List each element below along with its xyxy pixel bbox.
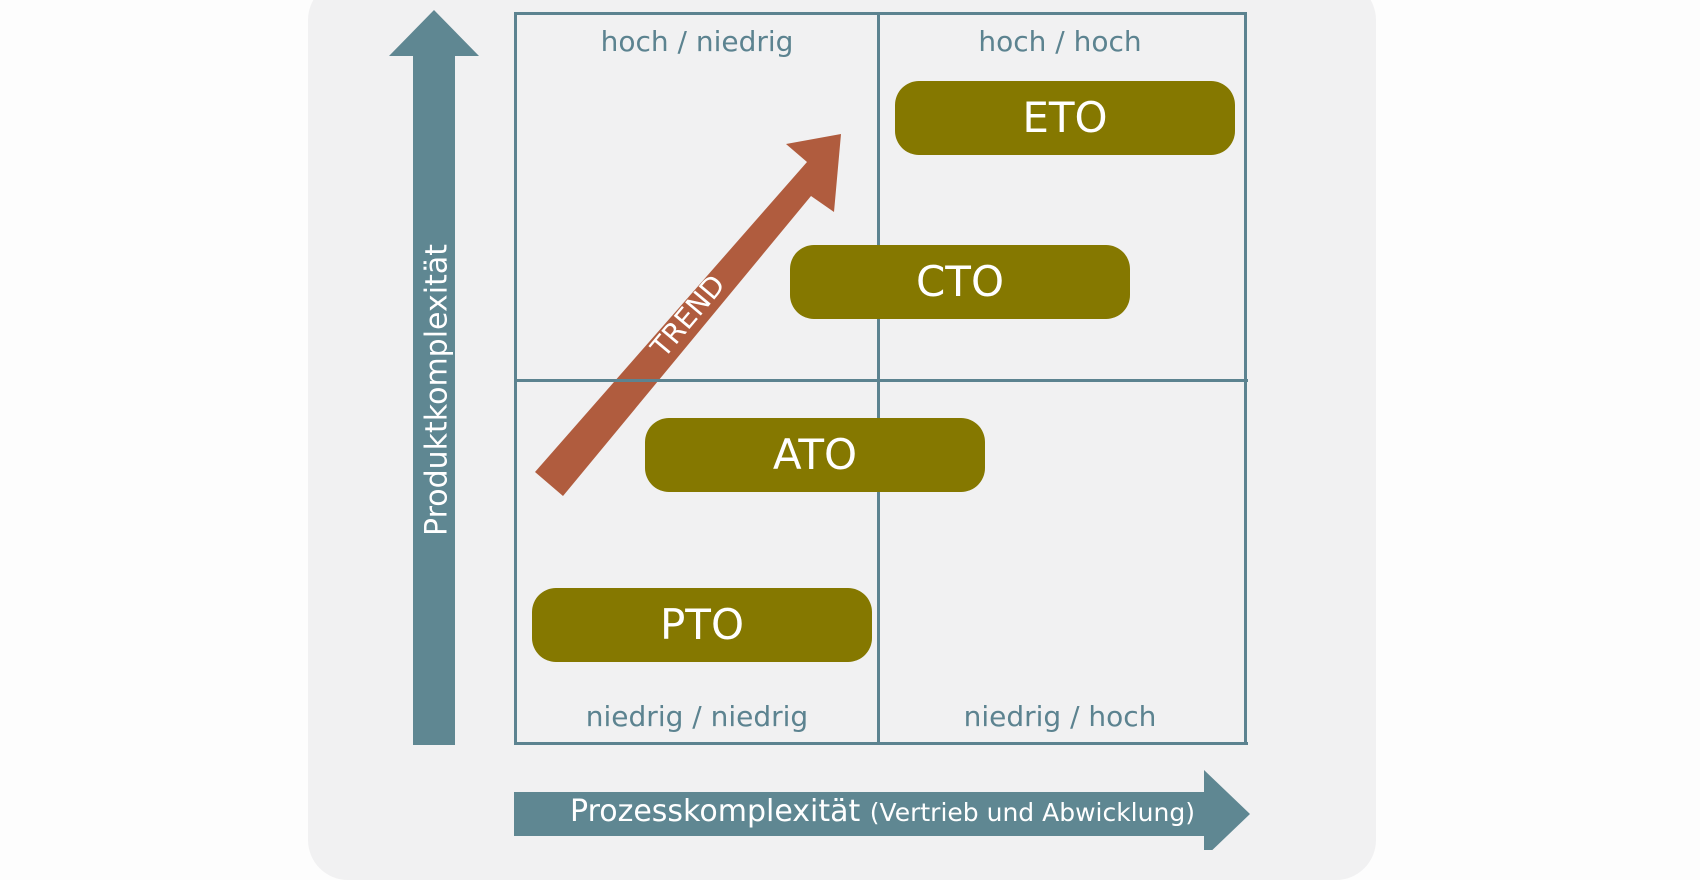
cto-pill: CTO — [790, 245, 1130, 319]
trend-arrow — [535, 134, 841, 496]
y-axis-arrow — [389, 10, 479, 745]
grid-bottom-border — [514, 742, 1248, 745]
grid-horizontal-divider — [514, 379, 1248, 382]
quadrant-label-bottom-left: niedrig / niedrig — [585, 700, 809, 733]
grid-top-border — [514, 12, 1246, 15]
quadrant-label-top-left: hoch / niedrig — [600, 25, 794, 58]
eto-pill: ETO — [895, 81, 1235, 155]
grid-vertical-divider — [877, 12, 880, 745]
x-axis-arrow — [514, 770, 1250, 850]
ato-pill: ATO — [645, 418, 985, 492]
x-axis-label: Prozesskomplexität (Vertrieb und Abwickl… — [570, 794, 1195, 829]
grid-left-border — [514, 12, 517, 745]
quadrant-label-top-right: hoch / hoch — [978, 25, 1142, 58]
x-axis-label-main: Prozesskomplexität — [570, 794, 861, 829]
grid-right-border — [1244, 12, 1247, 745]
quadrant-label-bottom-right: niedrig / hoch — [963, 700, 1157, 733]
x-axis-label-sub: (Vertrieb und Abwicklung) — [869, 798, 1195, 827]
pto-pill: PTO — [532, 588, 872, 662]
arrow-layer — [389, 10, 1250, 850]
y-axis-label: Produktkomplexität — [419, 244, 455, 536]
